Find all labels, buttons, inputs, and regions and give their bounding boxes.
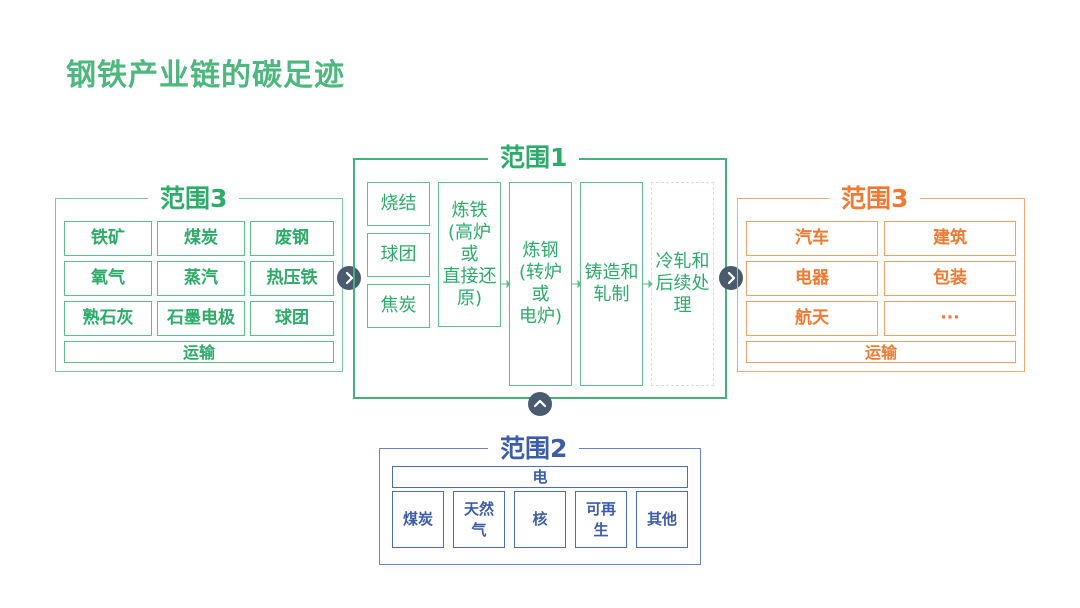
chevron-right-icon (337, 266, 361, 290)
downstream-item: 汽车 (746, 221, 878, 256)
downstream-item: 建筑 (884, 221, 1016, 256)
power-source: 可再 生 (575, 491, 627, 548)
scope1-input: 球团 (367, 233, 430, 277)
downstream-item: 包装 (884, 261, 1016, 296)
downstream-item: 航天 (746, 301, 878, 336)
upstream-item: 蒸汽 (157, 261, 245, 296)
power-source: 天然 气 (453, 491, 505, 548)
chevron-right-icon (719, 266, 743, 290)
cold-rolling-step: 冷轧和 后续处 理 (651, 182, 714, 386)
downstream-item: 电器 (746, 261, 878, 296)
downstream-item: ··· (884, 301, 1016, 336)
upstream-item: 煤炭 (157, 221, 245, 256)
chevron-up-icon (528, 392, 552, 416)
page-title: 钢铁产业链的碳足迹 (66, 58, 345, 93)
ironmaking-step: 炼铁 (高炉 或 直接还 原) (438, 182, 501, 327)
upstream-item: 熟石灰 (64, 301, 152, 336)
scope1-label: 范围1 (488, 143, 580, 173)
scope1-input: 焦炭 (367, 284, 430, 328)
upstream-item: 热压铁 (250, 261, 334, 296)
upstream-item: 废钢 (250, 221, 334, 256)
downstream-transport: 运输 (746, 341, 1016, 363)
scope2-label: 范围2 (488, 434, 580, 464)
scope1-input: 烧结 (367, 182, 430, 226)
electricity-bar: 电 (392, 466, 688, 488)
power-source: 其他 (636, 491, 688, 548)
upstream-transport: 运输 (64, 341, 334, 363)
flow-arrows (501, 279, 653, 289)
scope3-downstream-label: 范围3 (829, 184, 921, 214)
upstream-item: 氧气 (64, 261, 152, 296)
power-source: 核 (514, 491, 566, 548)
upstream-item: 石墨电极 (157, 301, 245, 336)
steelmaking-step: 炼钢 (转炉 或 电炉) (509, 182, 572, 386)
power-source: 煤炭 (392, 491, 444, 548)
scope3-upstream-label: 范围3 (148, 184, 240, 214)
upstream-item: 球团 (250, 301, 334, 336)
upstream-item: 铁矿 (64, 221, 152, 256)
